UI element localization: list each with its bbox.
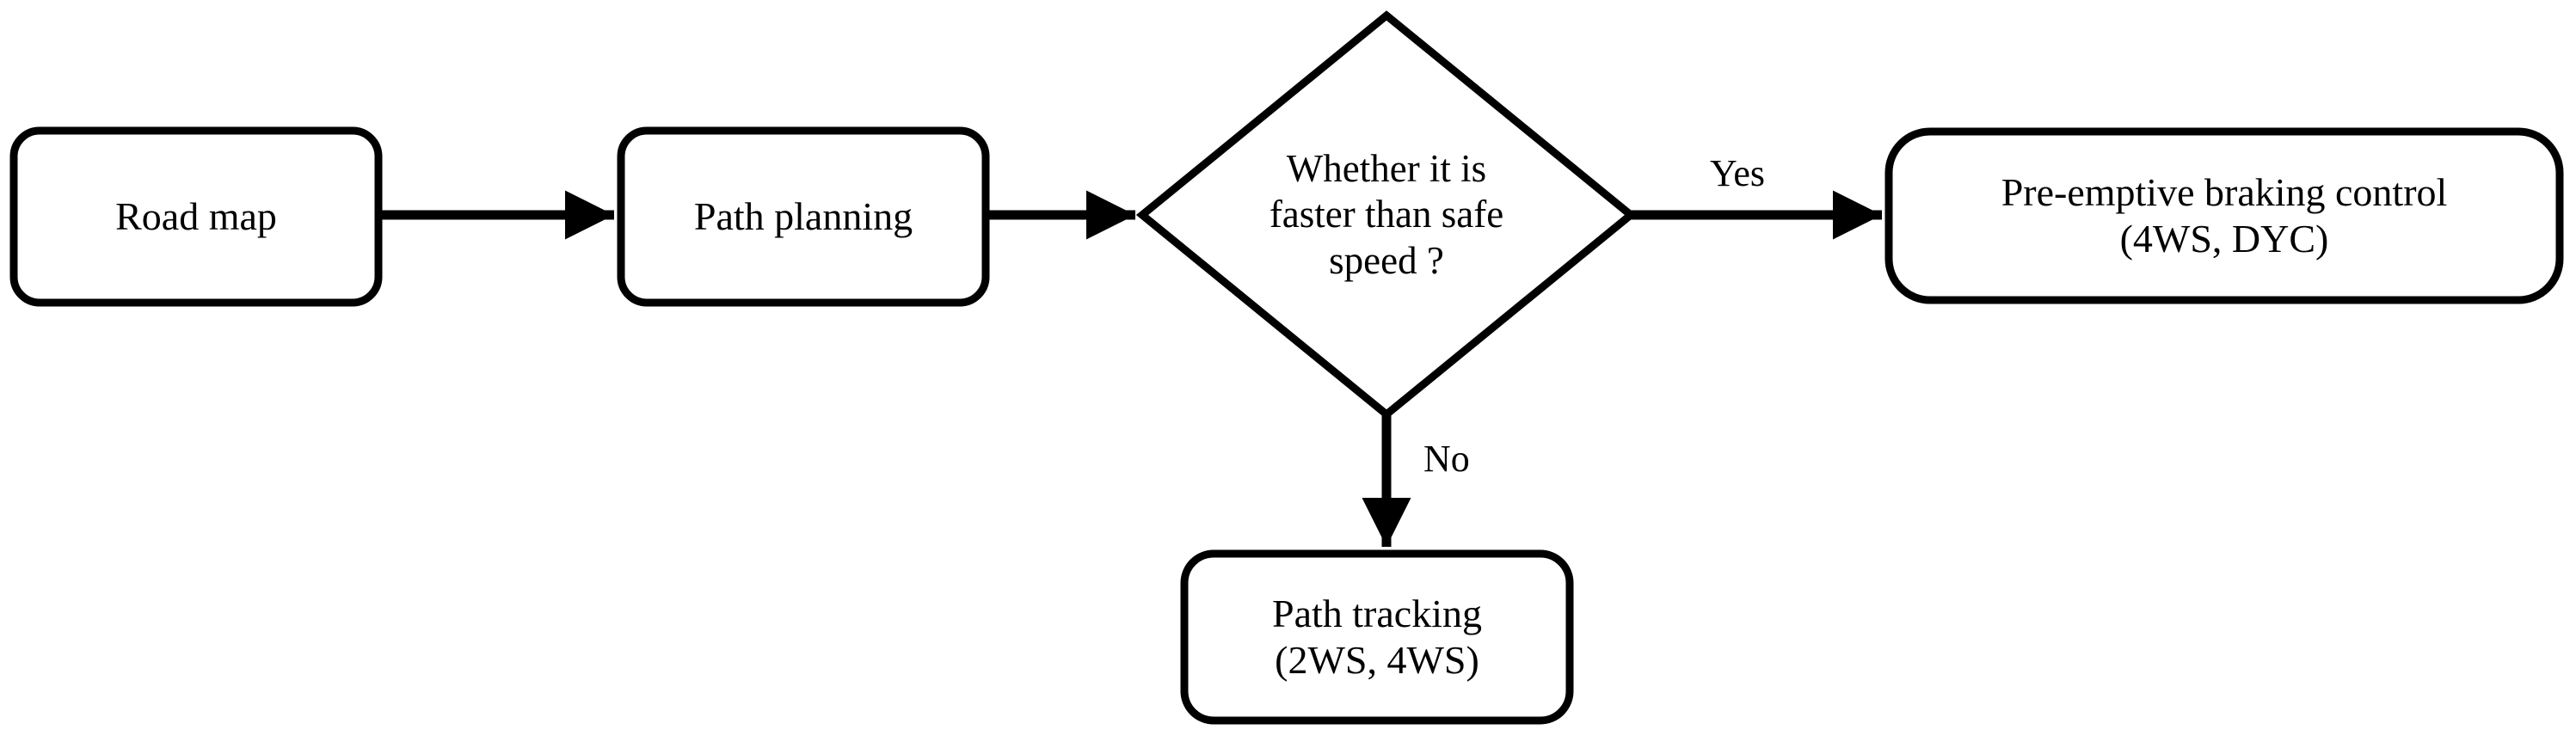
edge-label-no: No xyxy=(1423,438,1470,480)
node-path-planning[interactable] xyxy=(617,126,990,307)
node-path-tracking[interactable] xyxy=(1180,549,1574,725)
edge-label-yes: Yes xyxy=(1709,152,1766,194)
node-road-map[interactable] xyxy=(9,126,383,307)
node-pre-emptive-braking[interactable] xyxy=(1884,127,2564,304)
node-speed-decision[interactable] xyxy=(1135,10,1638,420)
